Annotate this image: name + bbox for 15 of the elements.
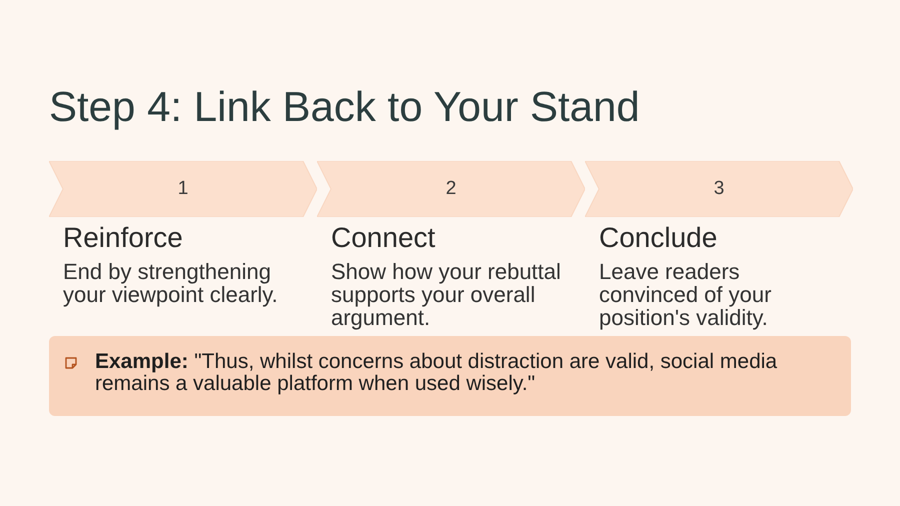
- slide-title: Step 4: Link Back to Your Stand: [49, 82, 640, 132]
- step-number: 1: [178, 178, 188, 200]
- step-heading: Connect: [331, 221, 436, 255]
- chevron-step: [317, 161, 585, 217]
- step-number: 2: [446, 178, 456, 200]
- example-text: Example: "Thus, whilst concerns about distraction are valid, social media remains a valuable platform when used wisely.": [95, 351, 778, 396]
- step-heading: Conclude: [599, 221, 718, 255]
- chevron-step: [585, 161, 853, 217]
- example-callout: [49, 336, 851, 416]
- step-description: End by strengthening your viewpoint clearly.: [63, 260, 279, 306]
- step-number: 3: [714, 178, 724, 200]
- step-description: Leave readers convinced of your position's validity.: [599, 260, 772, 329]
- step-heading: Reinforce: [63, 221, 183, 255]
- chevron-step: [49, 161, 317, 217]
- step-description: Show how your rebuttal supports your overall argument.: [331, 260, 562, 329]
